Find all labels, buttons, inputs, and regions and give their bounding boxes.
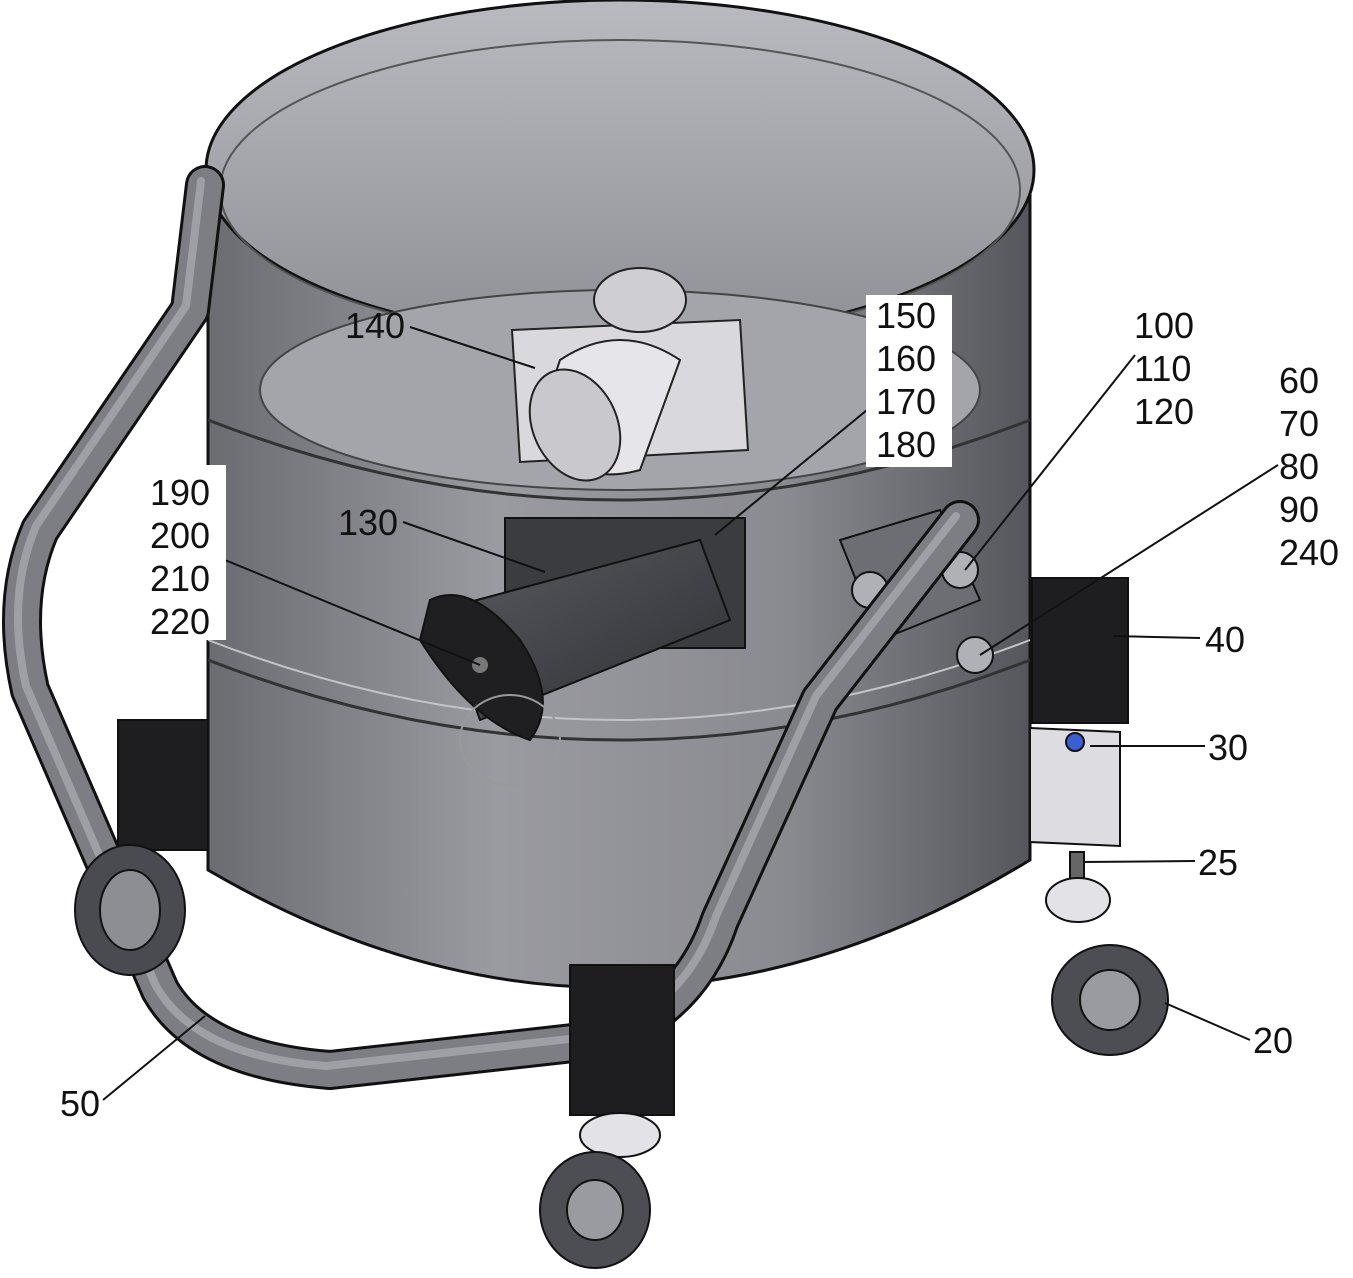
leader-lines	[102, 326, 1279, 1101]
outlet-flange-icon	[510, 267, 750, 482]
leader-130	[402, 521, 546, 573]
leader-150	[714, 409, 868, 536]
leader-50	[102, 1015, 206, 1101]
callout-150-group: 150 160 170 180	[876, 295, 946, 465]
leader-25	[1082, 860, 1196, 863]
leader-40	[1112, 635, 1201, 639]
leader-140	[409, 326, 536, 369]
callout-190-group: 190 200 210 220	[150, 472, 220, 642]
callout-30: 30	[1208, 727, 1248, 768]
callout-100-group: 100 110 120	[1134, 305, 1204, 432]
callout-190-box	[140, 465, 226, 640]
callout-150-box	[866, 295, 952, 467]
callout-50: 50	[60, 1083, 100, 1124]
callout-numbers: 140 150 160 170 180 100 110 120 60 70 80…	[60, 295, 1339, 1124]
callout-20: 20	[1253, 1020, 1293, 1061]
castor-wheel-icon	[74, 577, 1169, 1269]
callout-25: 25	[1198, 842, 1238, 883]
callout-130: 130	[338, 502, 398, 543]
steel-drum-icon	[204, 0, 1036, 990]
callout-40: 40	[1205, 619, 1245, 660]
callout-60-group: 60 70 80 90 240	[1279, 360, 1339, 573]
leader-20	[1164, 1002, 1251, 1041]
inlet-pipe-icon	[418, 517, 746, 786]
leader-60	[979, 464, 1279, 656]
leader-190	[224, 559, 481, 666]
leader-100	[964, 354, 1136, 571]
push-handle-icon	[2, 165, 980, 1090]
callout-140: 140	[345, 305, 405, 346]
